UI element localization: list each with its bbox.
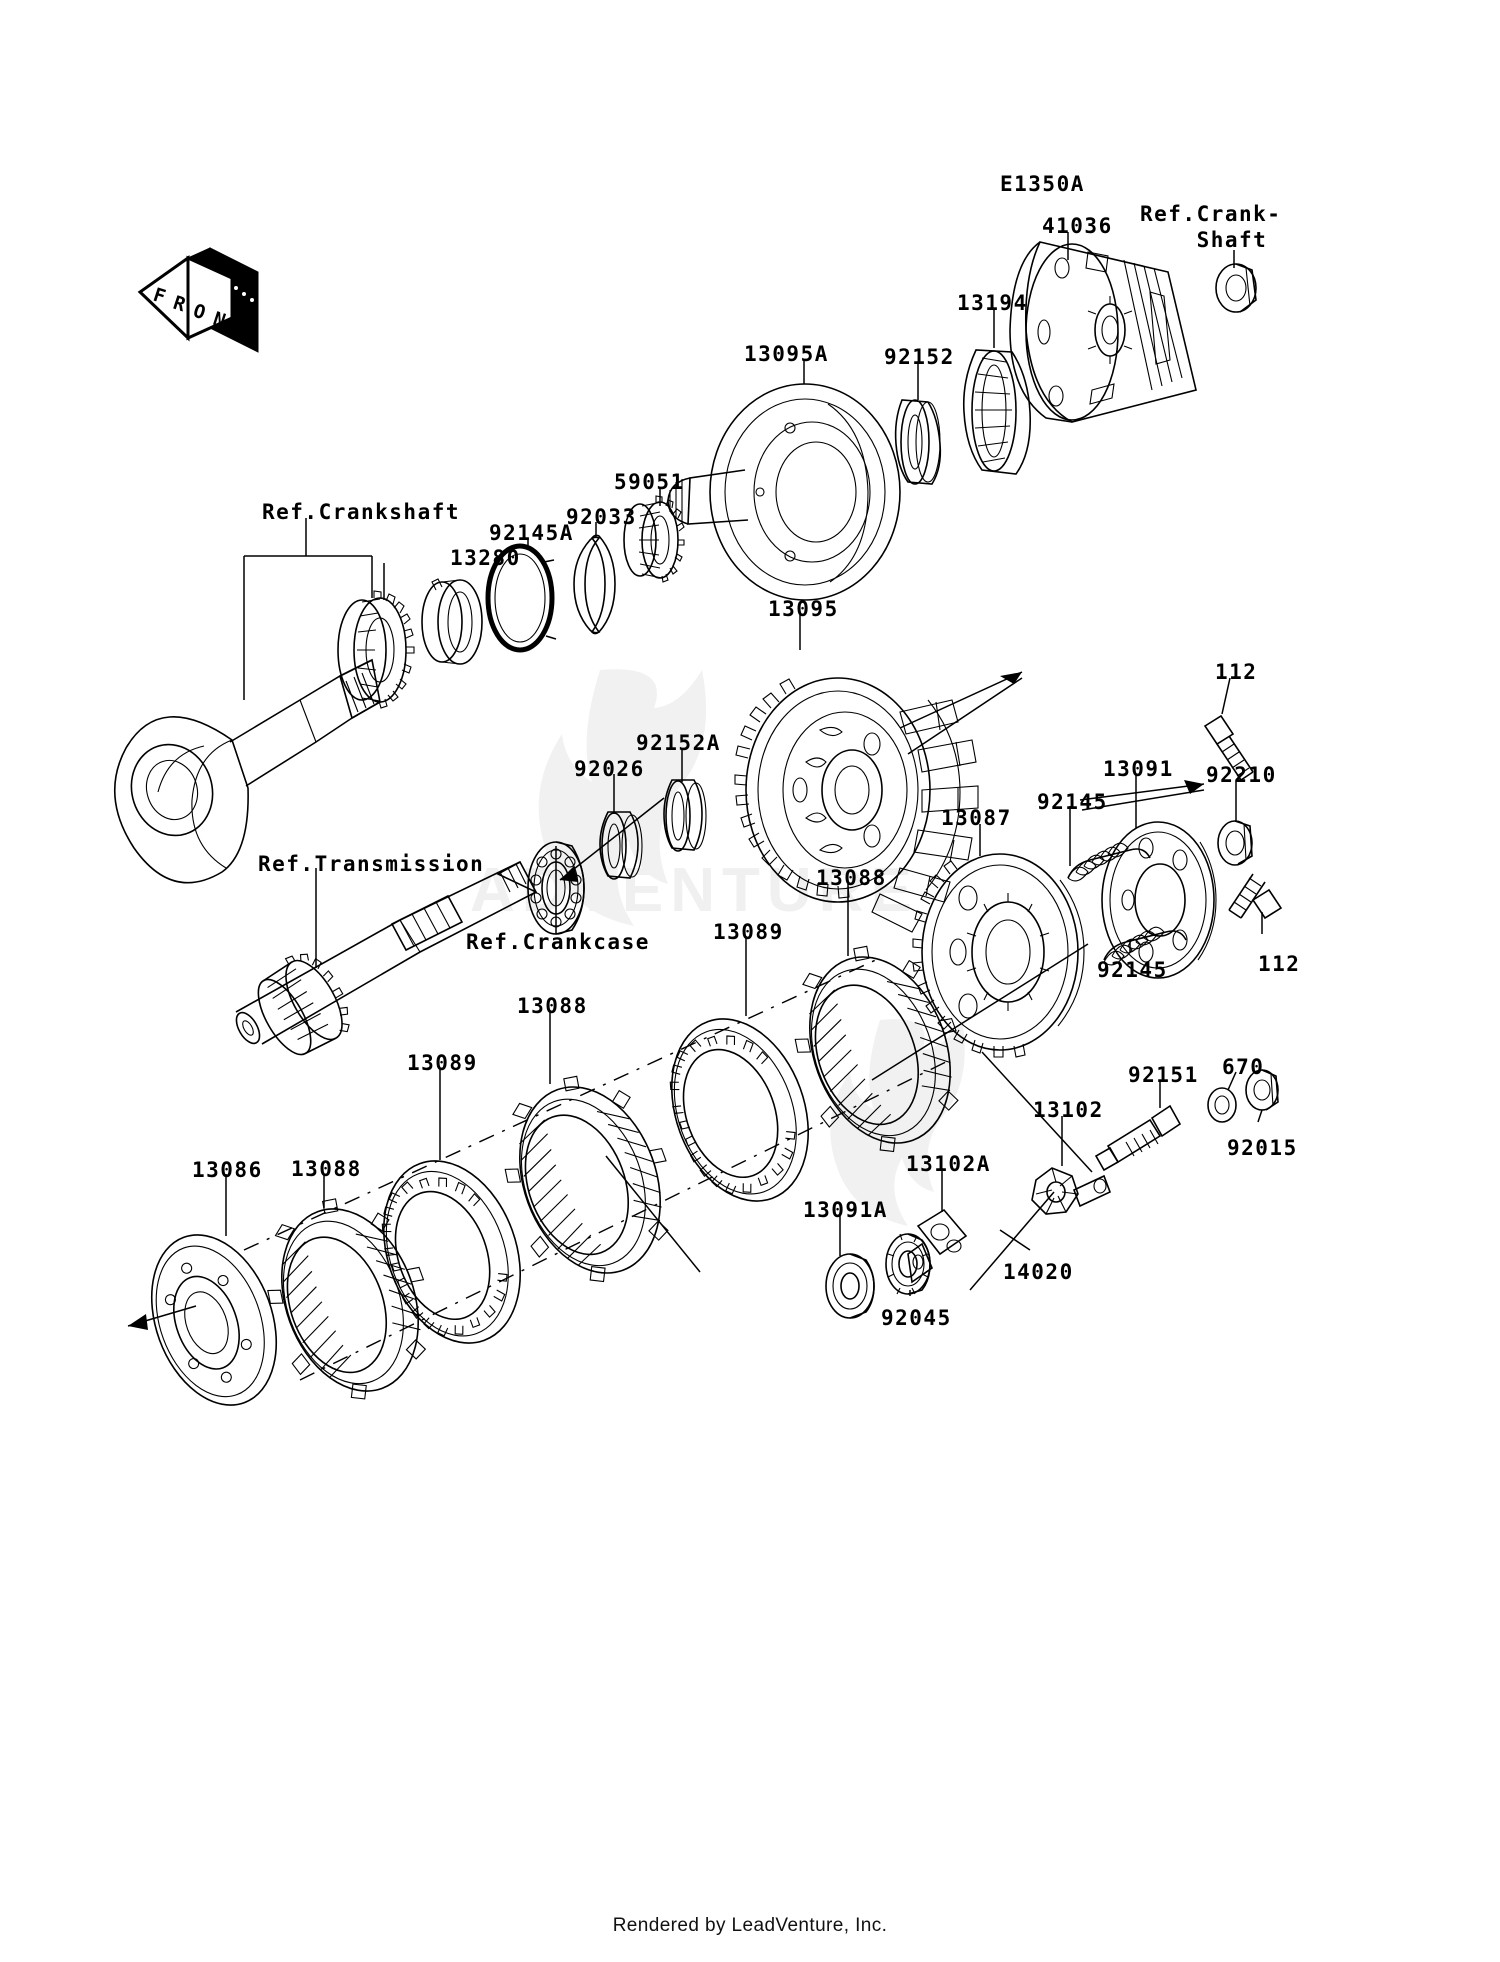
part-13086-spring-plate — [150, 1234, 278, 1406]
label-92151: 92151 — [1128, 1063, 1199, 1087]
footer-credit: Rendered by LeadVenture, Inc. — [612, 1915, 888, 1936]
label-670: 670 — [1222, 1055, 1265, 1079]
label-13088-b: 13088 — [517, 994, 588, 1018]
part-13194-oneway — [962, 349, 1032, 475]
part-13102A-holder — [907, 1208, 968, 1284]
part-670-oring — [1207, 1087, 1237, 1123]
label-92210: 92210 — [1206, 763, 1277, 787]
label-13095: 13095 — [768, 597, 839, 621]
part-13087-clutch-hub — [912, 853, 1085, 1058]
label-92033: 92033 — [566, 505, 637, 529]
part-ref-transmission-shaft — [235, 860, 538, 1056]
label-13091A: 13091A — [803, 1198, 888, 1222]
label-13088-c: 13088 — [291, 1157, 362, 1181]
part-92033-snapring — [573, 534, 616, 635]
label-ref-crankshaft-top: Ref.Crank- Shaft — [1140, 202, 1282, 252]
part-13088-friction-a — [794, 945, 959, 1153]
label-13194: 13194 — [957, 291, 1028, 315]
part-13088-friction-b — [504, 1075, 669, 1283]
label-ref-transmission: Ref.Transmission — [258, 852, 485, 876]
label-13089-b: 13089 — [407, 1051, 478, 1075]
part-41036-drum — [1009, 241, 1197, 423]
part-13095A-housing — [667, 383, 901, 601]
label-13102: 13102 — [1033, 1098, 1104, 1122]
part-ref-crankshaft-nut — [1215, 263, 1257, 313]
part-92026-spacer — [599, 811, 643, 880]
label-14020: 14020 — [1003, 1260, 1074, 1284]
label-92026: 92026 — [574, 757, 645, 781]
label-112-bot: 112 — [1258, 952, 1301, 976]
part-92145-spring-top — [1067, 842, 1151, 882]
part-ref-crankshaft-body — [113, 658, 381, 884]
part-92152-collar — [894, 399, 942, 485]
label-92045: 92045 — [881, 1306, 952, 1330]
label-13095A: 13095A — [744, 342, 829, 366]
label-92145-top: 92145 — [1037, 790, 1108, 814]
label-ref-crankshaft: Ref.Crankshaft — [262, 500, 461, 524]
part-13280-gear — [337, 578, 483, 709]
label-code: E1350A — [1000, 172, 1085, 196]
label-92152A: 92152A — [636, 731, 721, 755]
part-59051-gear — [623, 495, 685, 583]
part-92152A-sleeve — [663, 779, 707, 852]
part-92045-bearing — [885, 1233, 931, 1295]
part-92145-spring-bottom — [1103, 926, 1187, 966]
label-41036: 41036 — [1042, 214, 1113, 238]
label-13091: 13091 — [1103, 757, 1174, 781]
part-13089-steel-a — [669, 1018, 809, 1202]
part-13102-release-shaft — [1031, 1167, 1112, 1215]
label-13102A: 13102A — [906, 1152, 991, 1176]
front-arrow-icon: F R O N T — [137, 247, 259, 353]
leader-lines — [225, 232, 1263, 1296]
part-13091A-bearing-holder — [825, 1253, 875, 1319]
label-112-top: 112 — [1215, 660, 1258, 684]
label-92145A: 92145A — [489, 521, 574, 545]
centerline-stack — [243, 957, 951, 1381]
label-13089-a: 13089 — [713, 920, 784, 944]
part-13091-pressure-plate — [1101, 821, 1217, 979]
part-112-bolt-top — [1203, 714, 1254, 781]
part-92210-nut — [1217, 820, 1253, 866]
part-92145A-washer — [485, 543, 557, 653]
part-13088-friction-c — [267, 1198, 427, 1400]
guide-arrowheads — [128, 672, 1204, 1330]
part-112-bolt-bottom — [1228, 873, 1283, 920]
assembly-guide-lines — [127, 671, 1205, 1327]
label-92015: 92015 — [1227, 1136, 1298, 1160]
part-13095-clutch-housing — [734, 677, 979, 933]
part-92151-stud — [1094, 1104, 1182, 1172]
part-92015-nut — [1245, 1069, 1279, 1111]
